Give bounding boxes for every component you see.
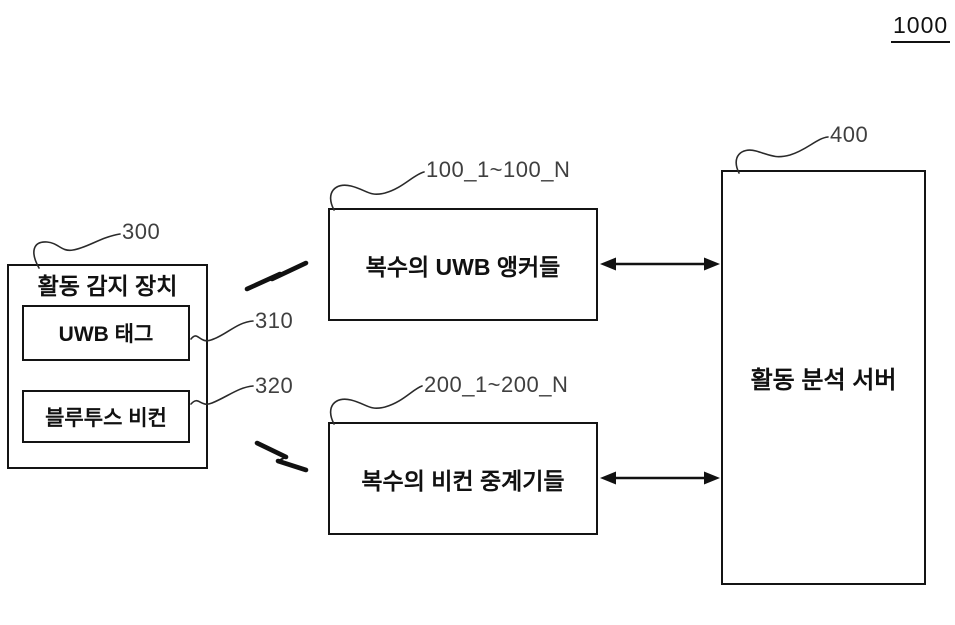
beacon-repeaters-box: 복수의 비컨 중계기들: [328, 422, 598, 535]
ref-label-device: 300: [122, 219, 161, 244]
ref-label-anchors: 100_1~100_N: [426, 157, 571, 182]
leader-line-400: [735, 136, 829, 174]
repeaters-server-arrow: [600, 471, 720, 485]
beacon-repeaters-label: 복수의 비컨 중계기들: [361, 467, 565, 494]
bluetooth-beacon-label: 블루투스 비컨: [45, 406, 167, 430]
wireless-link-icon-bottom: [254, 440, 309, 473]
ref-label-repeaters: 200_1~200_N: [424, 372, 569, 397]
uwb-tag-label: UWB 태그: [58, 323, 154, 346]
uwb-tag-box: UWB 태그: [22, 305, 190, 361]
leader-line-100: [329, 171, 425, 211]
server-label: 활동 분석 서버: [750, 367, 897, 394]
figure-number: 1000: [891, 12, 951, 43]
ref-label-uwb-tag: 310: [255, 308, 294, 333]
activity-analysis-server-box: 활동 분석 서버: [721, 170, 926, 585]
anchors-server-arrow: [600, 257, 720, 271]
device-title: 활동 감지 장치: [37, 273, 178, 299]
leader-line-300: [33, 233, 121, 269]
bluetooth-beacon-box: 블루투스 비컨: [22, 390, 190, 443]
ref-label-server: 400: [830, 122, 869, 147]
wireless-link-icon-top: [244, 260, 309, 292]
uwb-anchors-box: 복수의 UWB 앵커들: [328, 208, 598, 321]
ref-label-bt-beacon: 320: [255, 373, 294, 398]
uwb-anchors-label: 복수의 UWB 앵커들: [365, 253, 561, 280]
leader-line-200: [329, 385, 423, 425]
